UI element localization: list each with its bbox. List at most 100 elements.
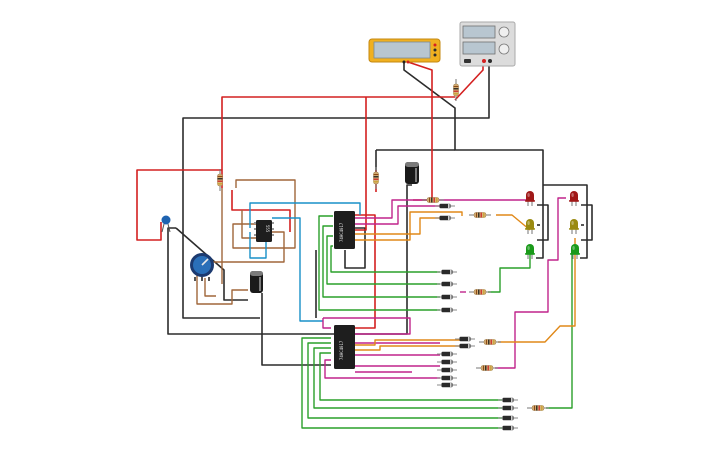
ic-counter-top[interactable]: 74HC4017 — [334, 211, 355, 249]
wire-orange[interactable] — [355, 339, 460, 346]
blue-wires — [249, 202, 361, 322]
wire-orange[interactable] — [355, 345, 460, 351]
potentiometer[interactable] — [190, 253, 214, 281]
resistor[interactable] — [469, 289, 491, 295]
wire-red[interactable] — [355, 97, 367, 231]
wire-red[interactable] — [231, 190, 291, 232]
diode[interactable] — [435, 203, 455, 209]
wire-red[interactable] — [454, 62, 484, 101]
diode[interactable] — [437, 307, 457, 313]
wire-orange[interactable] — [355, 211, 463, 241]
diode[interactable] — [498, 425, 518, 431]
resistor[interactable] — [527, 405, 549, 411]
green-wires — [301, 215, 573, 429]
wire-black[interactable] — [454, 62, 544, 195]
wire-black[interactable] — [344, 227, 366, 269]
led[interactable] — [525, 219, 535, 234]
led[interactable] — [569, 219, 579, 234]
led[interactable] — [525, 244, 535, 259]
diode[interactable] — [437, 359, 457, 365]
wire-blue[interactable] — [249, 232, 267, 259]
wire-orange[interactable] — [498, 238, 576, 343]
resistor[interactable] — [476, 365, 498, 371]
chip-label: 74HC4017 — [339, 222, 344, 242]
led[interactable] — [525, 191, 535, 206]
wire-red[interactable] — [136, 169, 223, 241]
wire-magenta[interactable] — [324, 359, 440, 379]
resistor[interactable] — [373, 167, 379, 189]
diode[interactable] — [437, 382, 457, 388]
ceramic-capacitor[interactable] — [161, 215, 171, 233]
wire-orange[interactable] — [496, 214, 531, 231]
wire-green[interactable] — [301, 337, 502, 429]
diode[interactable] — [455, 343, 475, 349]
diode[interactable] — [437, 375, 457, 381]
brown-wires — [196, 179, 296, 305]
diode[interactable] — [437, 367, 457, 373]
wire-black[interactable] — [175, 227, 248, 301]
wire-black[interactable] — [537, 204, 549, 241]
diodes — [435, 203, 518, 431]
wire-magenta[interactable] — [322, 318, 331, 329]
multimeter-terminal[interactable] — [406, 60, 410, 64]
black-wires — [167, 62, 593, 366]
supply-terminal-negative[interactable] — [488, 59, 492, 63]
wire-green[interactable] — [319, 352, 502, 401]
wire-brown[interactable] — [204, 278, 216, 297]
power-supply[interactable] — [459, 21, 516, 67]
wire-black[interactable] — [536, 195, 544, 259]
diode[interactable] — [435, 215, 455, 221]
diode[interactable] — [437, 269, 457, 275]
wire-brown[interactable] — [241, 210, 258, 239]
led[interactable] — [569, 191, 579, 206]
diode[interactable] — [498, 415, 518, 421]
wire-orange[interactable] — [355, 217, 440, 235]
wire-magenta[interactable] — [495, 197, 566, 369]
diode[interactable] — [455, 336, 475, 342]
electrolytic-capacitor[interactable] — [405, 162, 419, 184]
wire-black[interactable] — [543, 184, 588, 259]
wire-green[interactable] — [330, 245, 440, 273]
wire-blue[interactable] — [272, 217, 323, 322]
resistor[interactable] — [217, 169, 223, 191]
wire-brown[interactable] — [232, 179, 296, 249]
supply-terminal-positive[interactable] — [482, 59, 486, 63]
wire-green[interactable] — [546, 254, 573, 409]
wire-red[interactable] — [221, 96, 455, 170]
wire-green[interactable] — [313, 347, 502, 409]
wire-green[interactable] — [318, 215, 440, 311]
wire-brown[interactable] — [196, 275, 248, 305]
ic-counter-bottom[interactable]: 74HC4017 — [334, 325, 355, 369]
orange-wires — [355, 211, 576, 351]
electrolytic-capacitor[interactable] — [250, 271, 263, 293]
diode[interactable] — [437, 281, 457, 287]
wire-green[interactable] — [322, 225, 440, 298]
ic-555-timer[interactable]: 555 — [254, 220, 274, 242]
supply-current-knob[interactable] — [498, 43, 510, 55]
wire-black[interactable] — [581, 204, 593, 241]
multimeter-display — [373, 41, 431, 59]
wire-green[interactable] — [307, 342, 502, 419]
multimeter[interactable] — [368, 38, 441, 64]
supply-voltage-knob[interactable] — [498, 26, 510, 38]
diode[interactable] — [498, 397, 518, 403]
diode[interactable] — [437, 351, 457, 357]
resistor[interactable] — [453, 79, 459, 101]
multimeter-terminal[interactable] — [402, 60, 406, 64]
wire-blue[interactable] — [249, 202, 361, 228]
wire-green[interactable] — [488, 254, 531, 293]
resistor[interactable] — [422, 197, 444, 203]
diode[interactable] — [498, 405, 518, 411]
wire-magenta[interactable] — [323, 317, 411, 335]
leds — [525, 191, 580, 259]
wire-magenta[interactable] — [355, 199, 533, 219]
resistor[interactable] — [469, 212, 491, 218]
wire-magenta[interactable] — [355, 205, 440, 225]
resistor[interactable] — [479, 339, 501, 345]
wire-green[interactable] — [326, 235, 440, 285]
diode[interactable] — [437, 294, 457, 300]
led[interactable] — [570, 244, 580, 259]
chip-label: 555 — [265, 225, 270, 233]
supply-display-voltage — [462, 25, 496, 39]
supply-power-switch[interactable] — [464, 59, 471, 63]
